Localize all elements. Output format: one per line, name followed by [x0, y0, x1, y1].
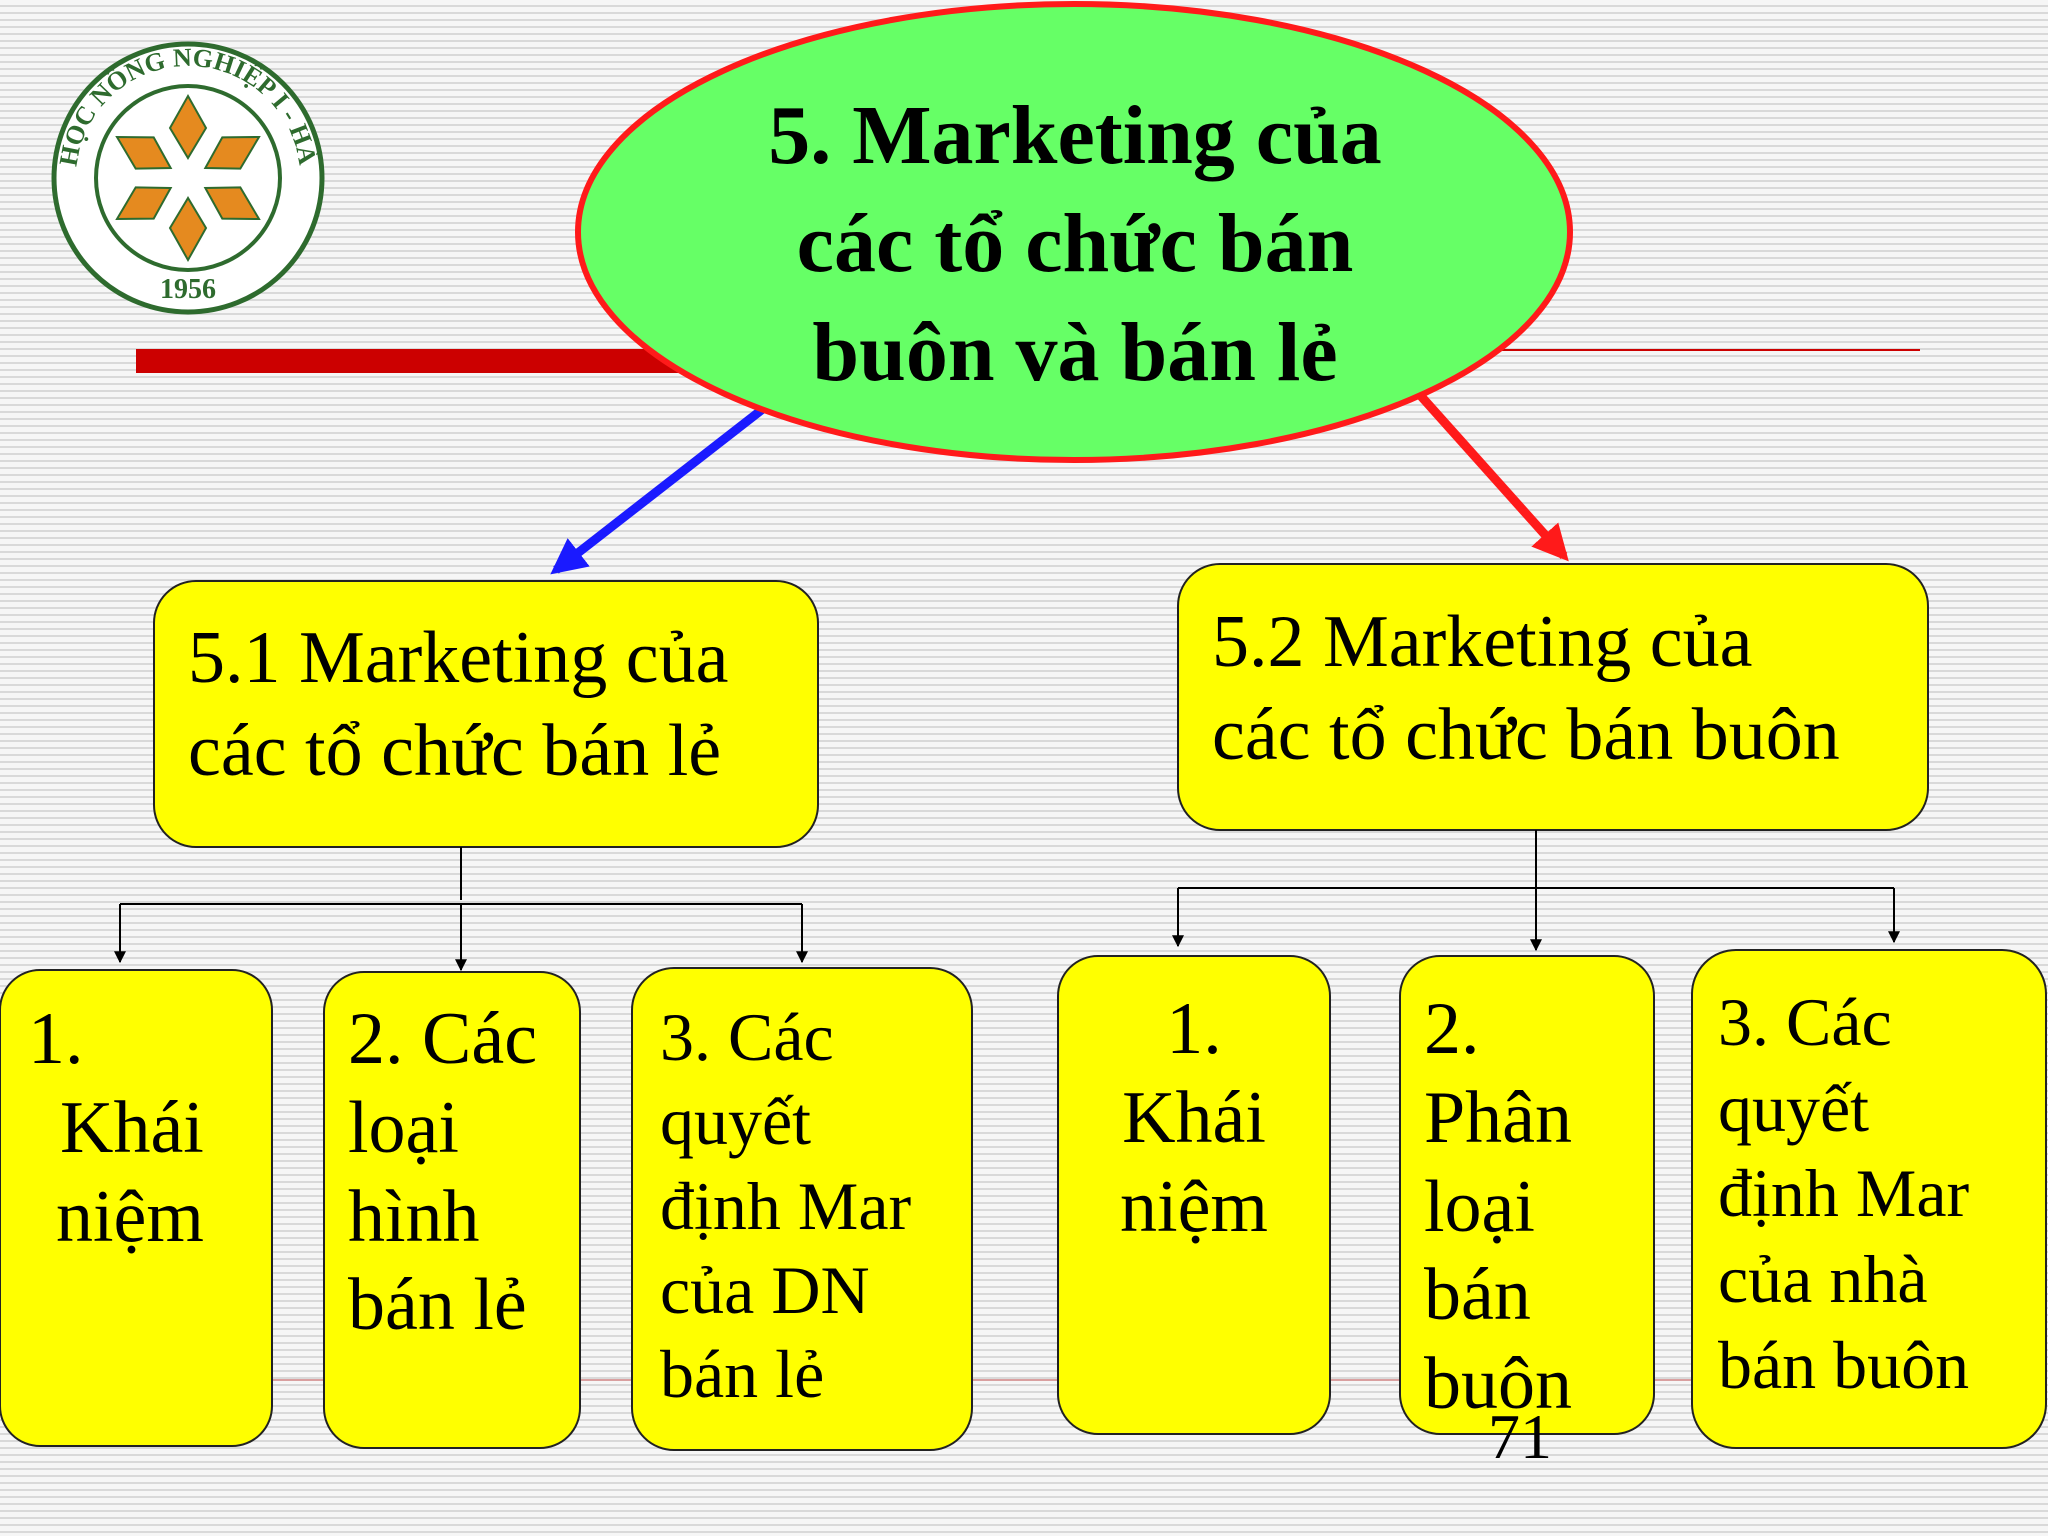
left-child-3-line-2: quyết — [660, 1083, 812, 1160]
left-child-1-text: 1. Khái niệm — [28, 995, 204, 1261]
right-child-1-line-3: niệm — [1120, 1165, 1268, 1248]
left-child-3-line-3: định Mar — [660, 1167, 912, 1244]
right-child-3-line-1: 3. Các — [1718, 984, 1892, 1060]
left-child-3-text: 3. Các quyết định Mar của DN bán lẻ — [660, 995, 911, 1417]
left-child-2-line-2: loại — [348, 1086, 459, 1169]
left-child-1-box — [0, 969, 273, 1447]
left-child-1-line-3: niệm — [56, 1175, 204, 1258]
right-child-3-line-3: định Mar — [1718, 1155, 1970, 1232]
right-child-1-text: 1. Khái niệm — [1058, 985, 1330, 1251]
right-connectors — [1172, 830, 1900, 952]
right-child-3-text: 3. Các quyết định Mar của nhà bán buôn — [1718, 980, 1969, 1408]
slide-number: 71 — [1488, 1401, 1552, 1472]
left-child-3-line-4: của DN — [660, 1251, 870, 1328]
root-title-line-2: các tổ chức bán — [796, 197, 1354, 291]
branch-left-title: 5.1 Marketing của các tổ chức bán lẻ — [188, 612, 728, 797]
right-child-2-line-5: buôn — [1424, 1343, 1572, 1426]
left-child-2-line-1: 2. Các — [348, 998, 538, 1080]
logo-year: 1956 — [160, 274, 216, 305]
left-child-2-line-4: bán lẻ — [348, 1264, 527, 1347]
root-title-line-1: 5. Marketing của — [768, 89, 1382, 182]
right-child-3-line-5: bán buôn — [1718, 1326, 1970, 1403]
right-child-1-line-1: 1. — [1166, 988, 1222, 1070]
left-child-3-line-1: 3. Các — [660, 999, 834, 1075]
branch-right-title-line-1: 5.2 Marketing của — [1212, 601, 1753, 683]
right-child-2-line-1: 2. — [1424, 988, 1480, 1070]
left-child-1-line-1: 1. — [28, 998, 84, 1080]
right-child-2-line-2: Phân — [1424, 1076, 1572, 1159]
right-child-2-box — [1399, 955, 1655, 1435]
left-child-1-line-2: Khái — [60, 1086, 204, 1169]
branch-left-box — [153, 580, 819, 848]
left-connectors — [114, 847, 808, 972]
left-child-3-box — [631, 967, 973, 1451]
right-child-2-line-4: bán — [1424, 1254, 1531, 1337]
right-child-3-box — [1691, 949, 2047, 1449]
logo-petals-icon — [115, 93, 261, 263]
left-child-2-text: 2. Các loại hình bán lẻ — [348, 995, 537, 1350]
root-title-line-3: buôn và bán lẻ — [812, 305, 1338, 399]
arrow-root-to-left — [550, 404, 767, 575]
branch-right-title: 5.2 Marketing của các tổ chức bán buôn — [1212, 596, 1840, 781]
university-logo: ĐẠI HỌC NÔNG NGHIỆP I - HÀ NỘI 1956 — [51, 41, 325, 315]
right-child-2-text: 2. Phân loại bán buôn — [1424, 985, 1572, 1429]
header-bar — [136, 349, 746, 373]
right-child-3-line-2: quyết — [1718, 1069, 1870, 1146]
branch-left-title-line-1: 5.1 Marketing của — [188, 617, 729, 699]
branch-right-box — [1177, 563, 1929, 831]
branch-left-title-line-2: các tổ chức bán lẻ — [188, 709, 722, 792]
root-node — [575, 1, 1573, 463]
right-child-2-line-3: loại — [1424, 1165, 1535, 1248]
right-child-1-line-2: Khái — [1122, 1076, 1266, 1159]
branch-right-title-line-2: các tổ chức bán buôn — [1212, 693, 1840, 776]
root-title: 5. Marketing của các tổ chức bán buôn và… — [600, 82, 1550, 407]
arrow-root-to-right — [1416, 392, 1569, 562]
left-child-2-line-3: hình — [348, 1175, 480, 1258]
left-child-3-line-5: bán lẻ — [660, 1336, 825, 1413]
right-child-3-line-4: của nhà — [1718, 1241, 1928, 1318]
left-child-2-box — [323, 971, 581, 1449]
right-child-1-box — [1057, 955, 1331, 1435]
